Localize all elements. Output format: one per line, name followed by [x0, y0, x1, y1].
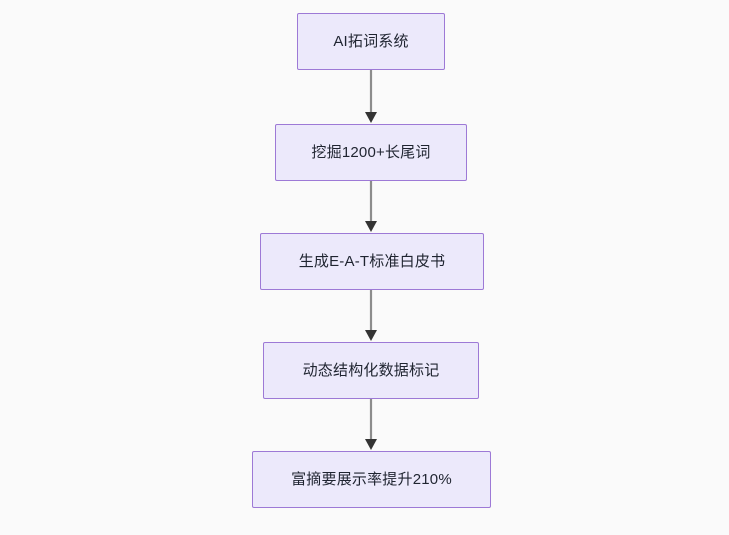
flow-node-label: 富摘要展示率提升210% — [291, 471, 452, 488]
flow-node-mine-longtail-keywords[interactable]: 挖掘1200+长尾词 — [275, 124, 467, 181]
flow-node-ai-keyword-system[interactable]: AI拓词系统 — [297, 13, 445, 70]
flow-node-label: 挖掘1200+长尾词 — [311, 144, 431, 161]
flow-node-rich-snippet-impression-uplift[interactable]: 富摘要展示率提升210% — [252, 451, 491, 508]
flow-node-label: 生成E-A-T标准白皮书 — [298, 253, 446, 270]
edge-n3-n4 — [360, 290, 382, 342]
flow-node-label: AI拓词系统 — [333, 33, 409, 50]
edge-n2-n3 — [360, 181, 382, 233]
flow-node-label: 动态结构化数据标记 — [302, 362, 440, 379]
edge-n4-n5 — [360, 399, 382, 451]
flow-node-dynamic-structured-data-markup[interactable]: 动态结构化数据标记 — [263, 342, 479, 399]
flow-node-generate-eat-whitepaper[interactable]: 生成E-A-T标准白皮书 — [260, 233, 484, 290]
edge-n1-n2 — [360, 70, 382, 124]
